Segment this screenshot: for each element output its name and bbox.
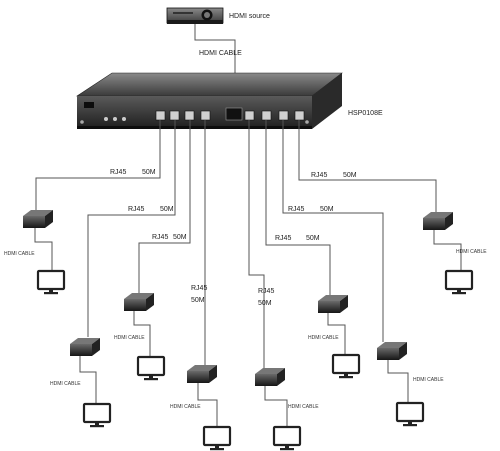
output-cable-3 bbox=[138, 120, 191, 293]
monitor-icon bbox=[82, 402, 112, 429]
source-label: HDMI source bbox=[229, 13, 270, 20]
rj45-label: RJ45 bbox=[258, 288, 274, 295]
hdmi-cable-label: HDMI CABLE bbox=[413, 377, 444, 383]
source-cable-label: HDMI CABLE bbox=[199, 50, 242, 57]
hdmi-receiver-icon bbox=[124, 293, 154, 311]
source-cable bbox=[194, 24, 236, 103]
rj45-label: RJ45 bbox=[275, 235, 291, 242]
output-cables bbox=[35, 120, 437, 368]
hdmi-cable-label: HDMI CABLE bbox=[4, 251, 35, 257]
distance-label: 50M bbox=[343, 172, 357, 179]
output-7: RJ45 50M HDMI CABLE bbox=[288, 206, 444, 428]
hdmi-cable-label: HDMI CABLE bbox=[170, 404, 201, 410]
output-cable-6 bbox=[265, 120, 331, 295]
output-3: RJ45 50M HDMI CABLE bbox=[114, 234, 187, 382]
hdmi-receiver-icon bbox=[423, 212, 453, 230]
output-cable-7 bbox=[282, 120, 384, 342]
rj45-label: RJ45 bbox=[152, 234, 168, 241]
hdmi-receiver-icon bbox=[70, 338, 100, 356]
monitor-icon bbox=[136, 355, 166, 382]
projector-icon bbox=[166, 7, 224, 24]
hdmi-cable bbox=[387, 360, 409, 402]
output-6: RJ45 50M HDMI CABLE bbox=[275, 235, 361, 380]
hdmi-source: HDMI source bbox=[166, 7, 270, 24]
monitor-icon bbox=[202, 425, 232, 451]
rj45-label: RJ45 bbox=[288, 206, 304, 213]
hdmi-splitter: HSP0108E bbox=[75, 72, 383, 129]
hdmi-cable bbox=[433, 230, 462, 270]
hdmi-cable-label: HDMI CABLE bbox=[50, 381, 81, 387]
hdmi-receiver-icon bbox=[23, 210, 53, 228]
output-5: RJ45 50M HDMI CABLE bbox=[255, 288, 319, 451]
rj45-label: RJ45 bbox=[311, 172, 327, 179]
hdmi-splitter-icon bbox=[75, 72, 343, 129]
output-1: RJ45 50M HDMI CABLE bbox=[4, 169, 156, 296]
output-cable-1 bbox=[35, 120, 161, 210]
hdmi-cable-label: HDMI CABLE bbox=[308, 335, 339, 341]
hdmi-cable-label: HDMI CABLE bbox=[114, 335, 145, 341]
hdmi-cable bbox=[197, 383, 218, 426]
distance-label: 50M bbox=[258, 300, 272, 307]
distance-label: 50M bbox=[320, 206, 334, 213]
hdmi-receiver-icon bbox=[255, 368, 285, 386]
hdmi-cable-label: HDMI CABLE bbox=[288, 404, 319, 410]
hdmi-receiver-icon bbox=[377, 342, 407, 360]
distance-label: 50M bbox=[160, 206, 174, 213]
monitor-icon bbox=[444, 269, 474, 296]
output-cable-8 bbox=[298, 120, 437, 212]
distance-label: 50M bbox=[191, 297, 205, 304]
distance-label: 50M bbox=[142, 169, 156, 176]
hdmi-receiver-icon bbox=[187, 365, 217, 383]
hdmi-receiver-icon bbox=[318, 295, 348, 313]
rj45-label: RJ45 bbox=[191, 285, 207, 292]
hdmi-cable-label: HDMI CABLE bbox=[456, 249, 487, 255]
rj45-label: RJ45 bbox=[128, 206, 144, 213]
monitor-icon bbox=[331, 353, 361, 380]
monitor-icon bbox=[395, 401, 425, 428]
hdmi-cable bbox=[34, 228, 53, 270]
hdmi-cable bbox=[327, 313, 346, 354]
hdmi-cable bbox=[79, 356, 97, 403]
output-2: RJ45 50M HDMI CABLE bbox=[50, 206, 174, 429]
output-4: RJ45 50M HDMI CABLE bbox=[170, 285, 232, 451]
output-8: RJ45 50M HDMI CABLE bbox=[311, 172, 487, 296]
output-cable-2 bbox=[87, 120, 176, 337]
splitter-model-label: HSP0108E bbox=[348, 110, 383, 117]
distance-label: 50M bbox=[173, 234, 187, 241]
output-cable-5 bbox=[248, 120, 265, 368]
monitor-icon bbox=[36, 269, 66, 296]
hdmi-cable bbox=[264, 386, 288, 426]
hdmi-cable bbox=[133, 311, 151, 356]
distance-label: 50M bbox=[306, 235, 320, 242]
rj45-label: RJ45 bbox=[110, 169, 126, 176]
monitor-icon bbox=[272, 425, 302, 451]
